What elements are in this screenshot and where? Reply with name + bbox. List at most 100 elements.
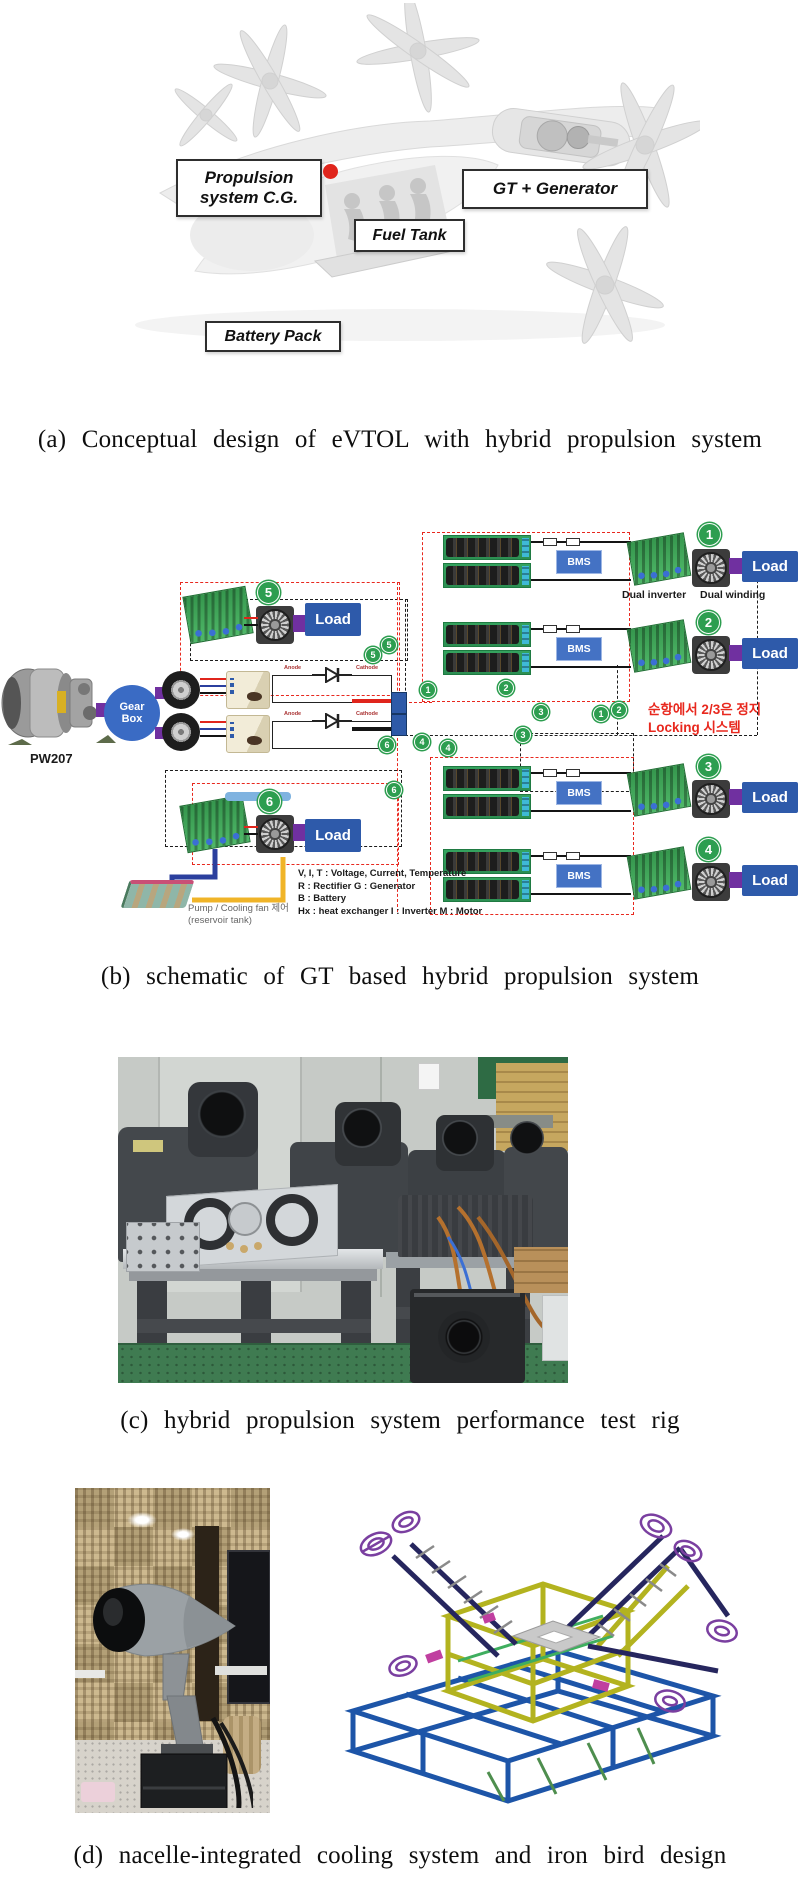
branch5-red-dashed-box [180,582,400,696]
load-1: Load [742,551,798,582]
gearbox-line2: Box [121,713,143,725]
node-1a: 1 [420,682,436,698]
branch6-shaft [293,824,306,841]
bms-row1: BMS [556,550,602,574]
legend-line-2: R : Rectifier G : Generator [298,880,416,892]
bms-row4: BMS [556,864,602,888]
gt-generator-text: GT + Generator [492,179,618,198]
row1-wire-top [531,541,631,543]
circle-5: 5 [257,581,280,604]
row3-fuse [543,769,557,777]
gen1-wire-red [200,678,226,681]
motor-row3 [692,780,730,818]
motor-branch6 [256,815,294,853]
pink-foam-pad [81,1782,115,1802]
diode2-cathode-label: Cathode [356,711,378,717]
nacelle-on-stand [93,1583,253,1808]
caption-a: (a) Conceptual design of eVTOL with hybr… [37,426,763,453]
black-dashed-trunk [405,599,406,735]
pump-label-line2: (reservoir tank) [188,915,252,926]
inverter-row3 [626,763,692,817]
iron-bird-cad [298,1496,740,1804]
locking-note: 순항에서 2/3은 정지 Locking 시스템 [648,701,761,737]
nacelle-chamber-photo [75,1488,270,1813]
node-4b: 4 [440,740,456,756]
diode2-anode-label: Anode [284,711,302,717]
side-table-right [215,1666,267,1675]
row3-resistor [566,769,580,777]
inverter-row1 [626,532,692,586]
iron-bird-frame [344,1510,738,1804]
pump-label: Pump / Cooling fan 제어 (reservoir tank) [188,903,289,927]
wall-note [418,1063,440,1090]
row3-wire-bottom [531,810,631,812]
node-5b: 5 [365,647,381,663]
battery-pack-label: Battery Pack [205,321,341,352]
circle-4: 4 [697,838,720,861]
node-2a: 2 [498,680,514,696]
caption-c: (c) hybrid propulsion system performance… [120,1407,680,1434]
row4-resistor [566,852,580,860]
row1-fuse [543,538,557,546]
schematic-legend: V, I, T : Voltage, Current, Temperature … [298,868,482,918]
circle-3: 3 [697,755,720,778]
fuel-tank-text: Fuel Tank [372,226,447,244]
gearbox-top-coupling [155,687,166,699]
dual-inverter-label: Dual inverter [622,589,687,601]
dc-bus-wire-black [352,727,393,731]
red-dashed-bus-right [404,702,432,703]
locking-note-line2: Locking 시스템 [648,720,741,735]
circle-1: 1 [698,523,721,546]
test-rig-photo [118,1057,568,1383]
motor-row1 [692,549,730,587]
motor-row2 [692,636,730,674]
row3-shaft [729,789,743,805]
wooden-crate [514,1247,568,1293]
circle-2: 2 [697,611,720,634]
red-dashed-trunk [397,582,398,912]
legend-line-3: B : Battery [298,893,347,904]
chamber-light-1 [127,1512,157,1528]
branch5-wire-black [244,624,258,627]
dc-bus-bar-positive [391,692,407,714]
gen1-wire-black [200,692,226,695]
load-3: Load [742,782,798,813]
gen2-wire-blue [200,728,226,731]
diode1-anode-label: Anode [284,665,302,671]
legend-line-1: V, I, T : Voltage, Current, Temperature [298,868,467,879]
row2-resistor [566,625,580,633]
locking-note-line1: 순항에서 2/3은 정지 [648,702,762,717]
diode1-cathode-label: Cathode [356,665,378,671]
reservoir-tank [120,880,195,908]
node-2b: 2 [611,702,627,718]
propulsion-cg-line2: system C.G. [199,188,299,207]
row4-wire-bottom [531,893,631,895]
connector-box [126,1222,200,1272]
diode-symbol-2 [312,713,352,729]
gearbox: Gear Box [104,685,160,741]
caption-d: (d) nacelle-integrated cooling system an… [73,1842,727,1869]
row1-wire-bottom [531,579,631,581]
aluminum-fixture [166,1172,341,1269]
legend-line-4: Hx : heat exchanger I : Inverter M : Mot… [298,905,483,917]
load-5: Load [305,603,361,636]
gearbox-bottom-coupling [155,727,166,739]
propulsion-cg-line1: Propulsion [204,168,294,187]
motor-under-test [398,1195,533,1257]
chamber-light-2 [171,1528,195,1541]
inverter-row4 [626,846,692,900]
cg-red-dot [323,164,338,179]
row3-wire-top [531,772,631,774]
side-table-left [75,1670,105,1678]
battery-pack-row3 [443,766,531,822]
hybrid-schematic: PW207 Gear Box Anode Cathode Anode Catho… [0,523,800,960]
branch6-wire-red [244,826,258,829]
row1-resistor [566,538,580,546]
fuel-tank-label: Fuel Tank [354,219,465,252]
circle-6: 6 [258,790,281,813]
rows12-red-dashed-box [422,532,630,702]
pump-label-line1: Pump / Cooling fan 제어 [188,903,289,914]
row2-wire-top [531,628,631,630]
row2-wire-bottom [531,666,631,668]
bms-row2: BMS [556,637,602,661]
